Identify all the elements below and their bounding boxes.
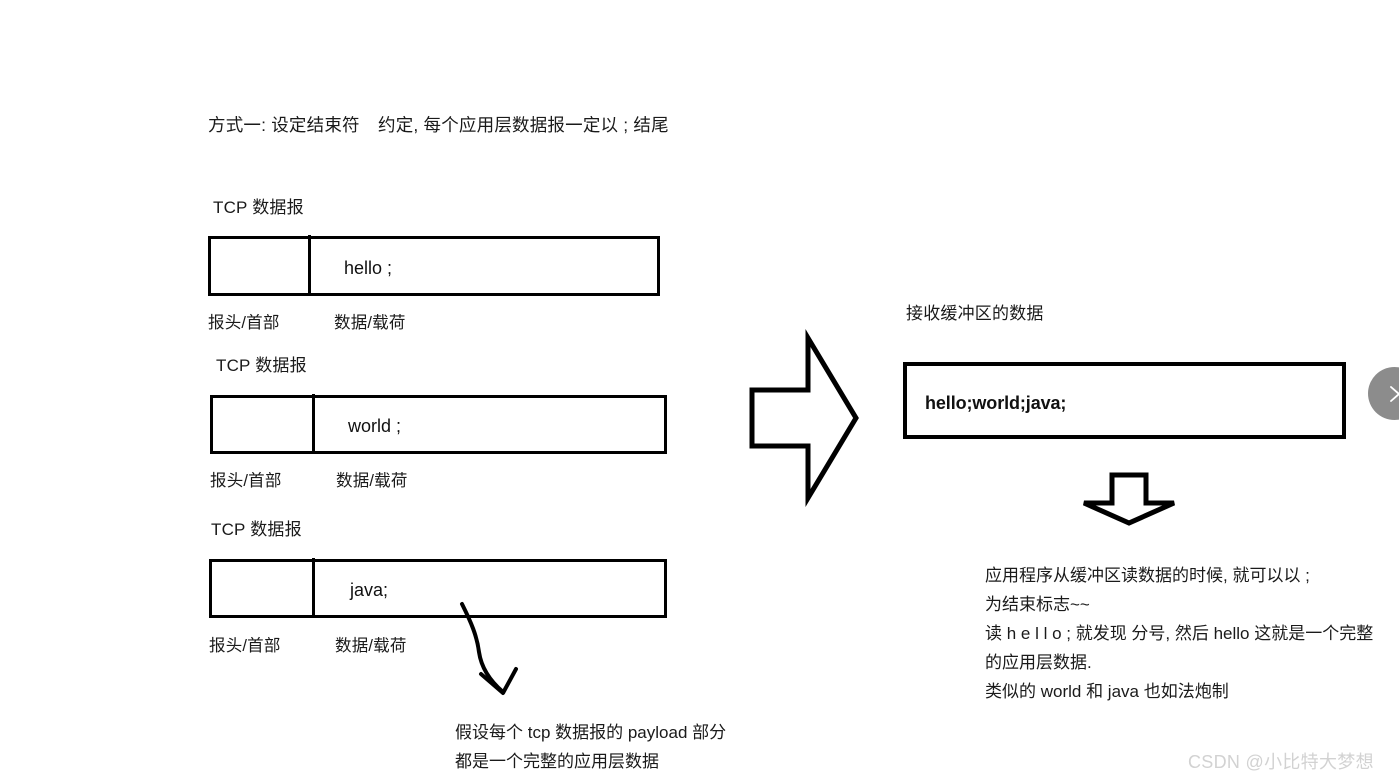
watermark: CSDN @小比特大梦想 (1188, 752, 1374, 772)
payload-annotation-line-1: 假设每个 tcp 数据报的 payload 部分 (455, 723, 727, 742)
packet-caption-2: TCP 数据报 (216, 356, 307, 375)
packet-header-label-1: 报头/首部 (208, 314, 280, 332)
packet-divider-3 (312, 558, 315, 618)
carousel-next-button[interactable] (1368, 367, 1399, 420)
handdrawn-curve-arrow (460, 602, 518, 695)
receive-buffer-box: hello;world;java; (903, 362, 1346, 439)
explanation-line-2: 为结束标志~~ (985, 595, 1090, 614)
packet-header-label-2: 报头/首部 (210, 472, 282, 490)
packet-caption-3: TCP 数据报 (211, 520, 302, 539)
packet-payload-2: world ; (348, 416, 402, 436)
page-title: 方式一: 设定结束符 (208, 115, 360, 135)
down-arrow (1082, 472, 1176, 526)
page-title-note: 约定, 每个应用层数据报一定以 ; 结尾 (378, 115, 669, 135)
packet-header-label-3: 报头/首部 (209, 637, 281, 655)
packet-divider-1 (308, 235, 311, 296)
packet-payload-label-2: 数据/载荷 (336, 472, 408, 490)
payload-annotation-line-2: 都是一个完整的应用层数据 (455, 752, 659, 771)
packet-payload-label-3: 数据/载荷 (335, 637, 407, 655)
tcp-packet-box-1: hello ; (208, 235, 660, 296)
explanation-line-5: 类似的 world 和 java 也如法炮制 (985, 682, 1229, 701)
big-right-arrow (749, 328, 859, 508)
explanation-line-1: 应用程序从缓冲区读数据的时候, 就可以以 ; (985, 566, 1310, 585)
packet-payload-label-1: 数据/载荷 (334, 314, 406, 332)
receive-buffer-content: hello;world;java; (925, 393, 1067, 413)
explanation-line-3: 读 h e l l o ; 就发现 分号, 然后 hello 这就是一个完整 (985, 624, 1374, 643)
packet-caption-1: TCP 数据报 (213, 198, 304, 217)
packet-payload-1: hello ; (344, 258, 393, 278)
tcp-packet-box-3: java; (209, 558, 667, 618)
buffer-caption: 接收缓冲区的数据 (906, 304, 1044, 323)
packet-payload-3: java; (350, 580, 389, 600)
packet-divider-2 (312, 394, 315, 454)
explanation-line-4: 的应用层数据. (985, 653, 1092, 672)
tcp-packet-box-2: world ; (210, 394, 667, 454)
chevron-right-icon (1389, 385, 1399, 402)
